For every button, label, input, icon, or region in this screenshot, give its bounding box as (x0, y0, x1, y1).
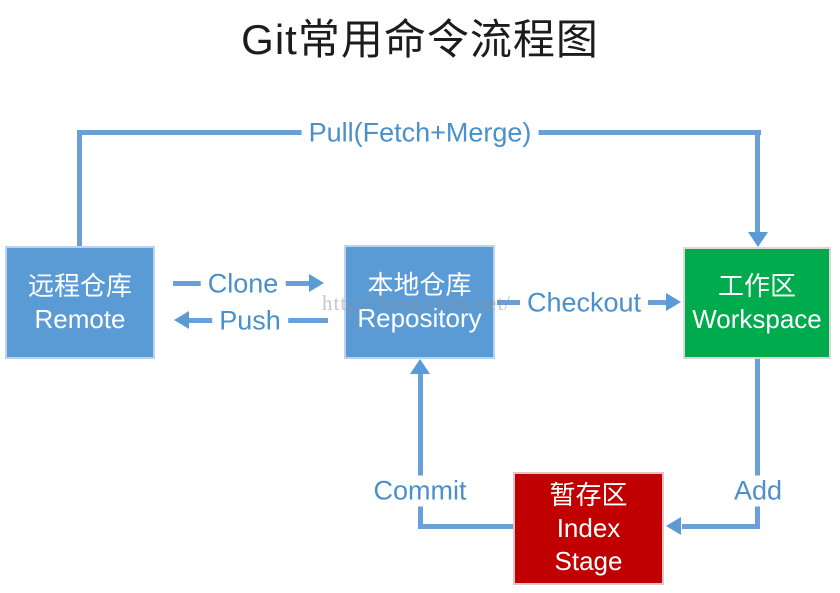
edge-add-arrowhead-left-icon (666, 517, 681, 535)
node-index-label-en: Index (556, 513, 621, 543)
edge-label-add: Add (726, 475, 790, 507)
page-title: Git常用命令流程图 (241, 16, 599, 63)
node-remote-label-en: Remote (34, 303, 126, 334)
node-remote: 远程仓库 Remote (5, 246, 155, 359)
edge-commit-line-horizontal (418, 524, 513, 529)
node-remote-label-zh: 远程仓库 (27, 270, 132, 301)
edge-label-commit: Commit (366, 475, 474, 507)
edge-push-arrowhead-left-icon (174, 311, 189, 329)
edge-commit-line-vertical (418, 372, 423, 529)
edge-label-checkout: Checkout (519, 287, 649, 319)
node-repository: 本地仓库 Repository (344, 245, 495, 359)
node-workspace-label-zh: 工作区 (717, 271, 796, 301)
node-index-label-zh: 暂存区 (549, 480, 628, 510)
edge-label-pull: Pull(Fetch+Merge) (301, 117, 539, 149)
edge-checkout-arrowhead-right-icon (666, 293, 681, 311)
edge-add-line-horizontal (682, 524, 760, 529)
node-index: 暂存区 Index Stage (513, 472, 664, 585)
node-workspace-label-en: Workspace (692, 304, 822, 334)
edge-commit-arrowhead-up-icon (410, 359, 430, 374)
edge-pull-line-left-vertical (77, 131, 82, 246)
edge-pull-arrowhead-down-icon (748, 232, 768, 247)
node-workspace: 工作区 Workspace (683, 247, 831, 359)
node-repository-label-zh: 本地仓库 (367, 270, 472, 300)
edge-label-push: Push (212, 305, 288, 337)
edge-add-line-vertical (755, 359, 760, 529)
edge-pull-line-right-vertical (755, 130, 760, 233)
node-index-label-en2: Stage (554, 546, 623, 576)
node-repository-label-en: Repository (357, 303, 482, 333)
edge-clone-arrowhead-right-icon (309, 274, 324, 292)
edge-label-clone: Clone (200, 268, 286, 300)
